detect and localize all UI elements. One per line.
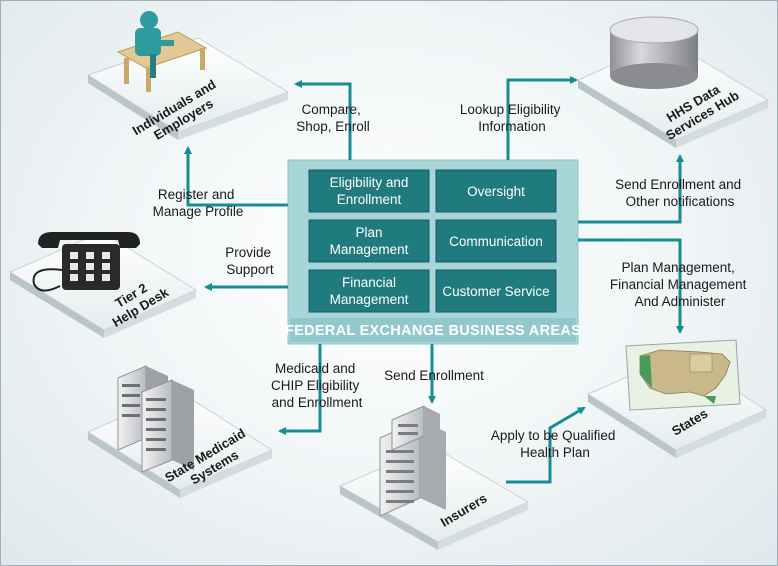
business-area-oversight: Oversight (435, 169, 557, 213)
office-building-icon (379, 405, 446, 517)
arrow-apply-qualified (506, 406, 586, 484)
financial-line2: Management (330, 292, 409, 307)
business-area-communication: Communication (435, 219, 557, 263)
servers-icon (117, 365, 194, 473)
flow-plan-management-label: Plan Management, Financial Management An… (610, 260, 750, 309)
arrow-lookup-eligibility (506, 76, 578, 160)
federal-exchange-title: FEDERAL EXCHANGE BUSINESS AREAS (285, 323, 581, 339)
arrow-medicaid-chip (278, 344, 322, 435)
flow-send-enrollment-label: Send Enrollment (384, 368, 484, 383)
flow-qualified-label: Apply to be Qualified Health Plan (491, 428, 619, 460)
eligibility-line1: Eligibility and (330, 175, 409, 190)
arrow-plan-financial (578, 238, 684, 334)
financial-line1: Financial (342, 275, 396, 290)
flow-compare-label: Compare, Shop, Enroll (296, 102, 370, 134)
plan-line2: Management (330, 242, 409, 257)
us-map-icon (625, 339, 741, 411)
database-icon (609, 16, 699, 89)
business-area-eligibility: Eligibility and Enrollment (308, 169, 430, 213)
flow-medicaid-label: Medicaid and CHIP Eligibility and Enroll… (271, 361, 363, 410)
arrow-compare-shop-enroll (294, 80, 352, 160)
business-area-financial-management: Financial Management (308, 269, 430, 313)
flow-register-label: Register and Manage Profile (153, 187, 244, 219)
flow-lookup-label: Lookup Eligibility Information (460, 102, 564, 134)
desk-person-icon (116, 11, 208, 92)
arrow-register-profile (184, 146, 288, 207)
plan-line1: Plan (355, 225, 382, 240)
oversight-line1: Oversight (467, 184, 525, 199)
business-area-plan-management: Plan Management (308, 219, 430, 263)
flow-notify-label: Send Enrollment and Other notifications (615, 177, 745, 209)
flow-support-label: Provide Support (225, 245, 275, 277)
telephone-icon (32, 232, 140, 292)
eligibility-line2: Enrollment (337, 192, 402, 207)
customer-service-line1: Customer Service (442, 284, 549, 299)
business-area-customer-service: Customer Service (435, 269, 557, 313)
communication-line1: Communication (449, 234, 543, 249)
arrow-send-notifications (578, 154, 684, 224)
